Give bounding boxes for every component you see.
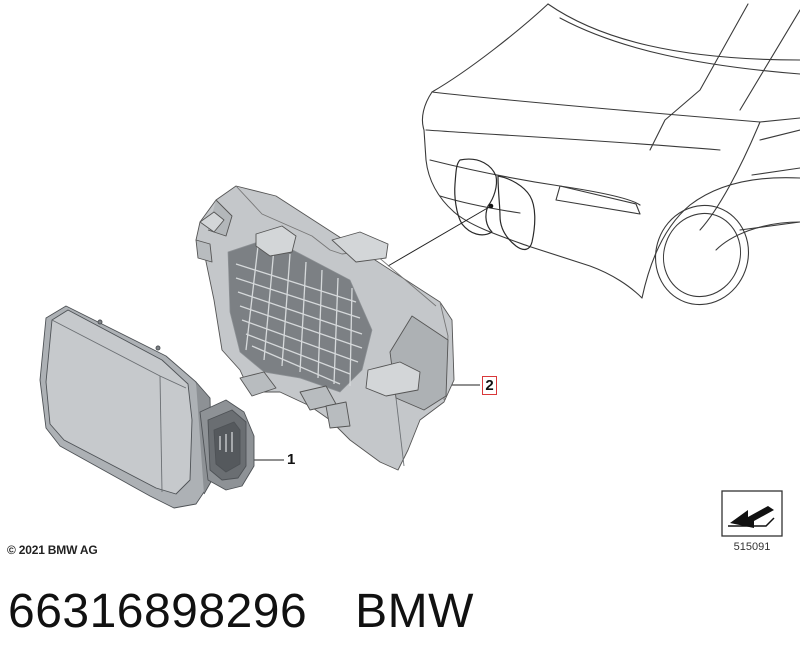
radar-sensor	[39, 305, 255, 509]
footer-caption: 66316898296 BMW	[8, 584, 474, 639]
car-outline	[421, 3, 800, 306]
callout-part-1[interactable]: 1	[287, 451, 296, 468]
brand-name: BMW	[355, 585, 474, 638]
radar-bracket	[195, 185, 455, 471]
leader-lines	[252, 205, 492, 461]
copyright-notice: © 2021 BMW AG	[7, 543, 98, 557]
callout-part-2[interactable]: 2	[482, 376, 497, 395]
arrow-back-icon	[721, 490, 783, 537]
diagram-number: 515091	[733, 541, 771, 553]
kidney-grille	[454, 158, 536, 251]
part-number: 66316898296	[8, 585, 308, 638]
